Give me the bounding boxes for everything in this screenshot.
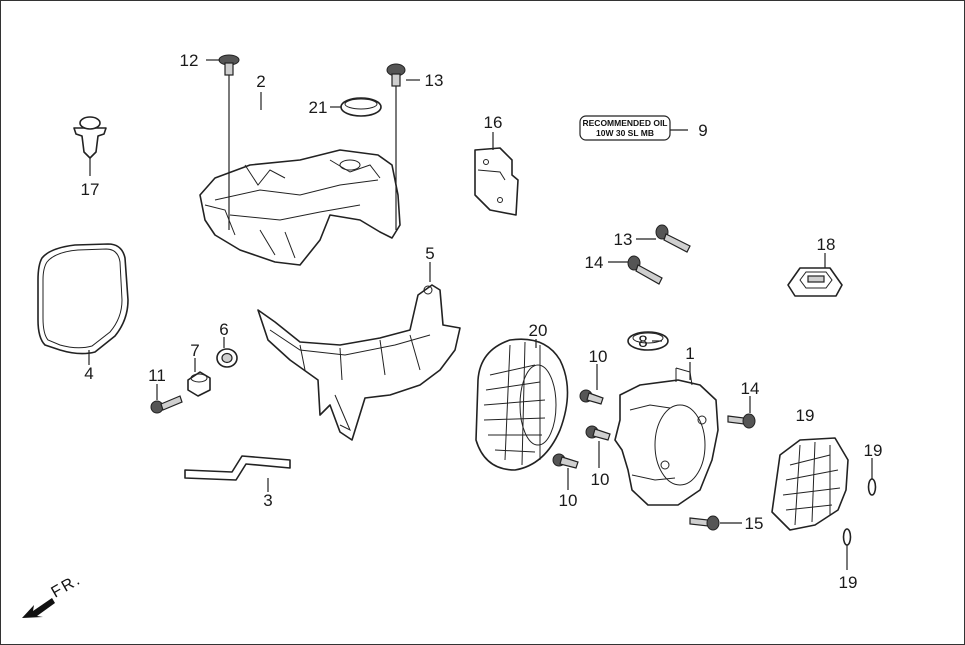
callout-11: 11 [148, 366, 166, 385]
callout-10: 10 [559, 491, 578, 510]
part-bolt-14-lower[interactable] [689, 515, 720, 531]
part-plate-15[interactable] [474, 147, 519, 216]
oil-label-line2: 10W 30 SL MB [596, 128, 654, 138]
part-rubber-plug-8[interactable] [627, 331, 669, 351]
callout-12: 13 [425, 71, 444, 90]
callout-16: 17 [81, 180, 100, 199]
callout-21: 21 [309, 98, 328, 117]
part-bolt-12-left[interactable] [218, 54, 240, 230]
part-bolt-13-upper[interactable] [655, 224, 691, 253]
part-collar-7[interactable] [187, 371, 211, 397]
callout-18: 19 [796, 406, 815, 425]
callout-3: 3 [263, 491, 272, 510]
part-collar-6[interactable] [216, 348, 238, 368]
part-fan-guard-18[interactable] [771, 437, 849, 531]
callout-10: 10 [589, 347, 608, 366]
part-washer-19-lower[interactable] [842, 528, 852, 546]
part-clip-16[interactable] [73, 116, 107, 159]
part-bolt-13-lower[interactable] [627, 255, 663, 285]
front-label: FR. [49, 571, 85, 602]
part-rubber-plug-21[interactable] [340, 97, 382, 117]
part-gasket-4[interactable] [37, 243, 129, 355]
callout-20: 20 [529, 321, 548, 340]
callout-14: 14 [741, 379, 760, 398]
part-bolt-10-a[interactable] [579, 389, 604, 405]
part-bolt-10-c[interactable] [552, 453, 579, 469]
part-lower-shroud-5[interactable] [257, 284, 461, 441]
part-grommet-17[interactable] [787, 267, 843, 297]
callout-10: 10 [591, 470, 610, 489]
part-bracket-3[interactable] [184, 455, 291, 481]
callout-12: 12 [180, 51, 199, 70]
callout-4: 4 [84, 364, 93, 383]
front-arrow-icon [22, 598, 55, 618]
callout-1: 1 [685, 344, 694, 363]
callout-17: 18 [817, 235, 836, 254]
callout-15: 16 [484, 113, 503, 132]
part-bolt-14-upper[interactable] [727, 413, 756, 429]
callout-19: 19 [839, 573, 858, 592]
part-bolt-10-b[interactable] [585, 425, 611, 441]
front-direction-indicator: FR. [22, 571, 85, 618]
callout-9: 9 [698, 121, 707, 140]
leader-lines [88, 59, 873, 570]
callout-8: 8 [638, 332, 647, 351]
callout-7: 7 [190, 341, 199, 360]
part-cooling-fan-20[interactable] [475, 338, 569, 471]
part-washer-19-upper[interactable] [867, 478, 877, 496]
oil-label-line1: RECOMMENDED OIL [583, 118, 668, 128]
callout-2: 2 [256, 72, 265, 91]
part-bolt-12-right[interactable] [386, 63, 406, 230]
part-upper-shroud[interactable] [199, 149, 401, 266]
callout-14: 15 [745, 514, 764, 533]
callout-19: 19 [864, 441, 883, 460]
callout-13: 13 [614, 230, 633, 249]
oil-recommendation-label: RECOMMENDED OIL 10W 30 SL MB [579, 115, 671, 141]
callout-numbers: 12 2 13 21 16 9 17 13 14 18 5 6 20 8 7 1… [81, 51, 883, 592]
callout-13: 14 [585, 253, 604, 272]
part-fan-housing-1[interactable] [614, 367, 719, 506]
part-bolt-11[interactable] [150, 395, 183, 414]
callout-6: 6 [219, 320, 228, 339]
callout-5: 5 [425, 244, 434, 263]
